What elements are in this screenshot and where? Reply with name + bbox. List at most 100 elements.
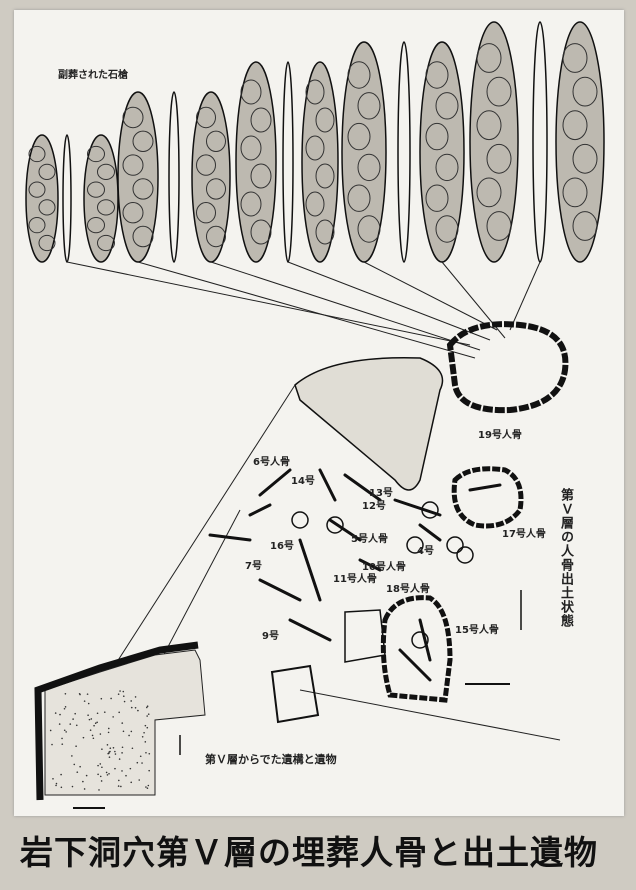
debris-dot — [76, 771, 78, 773]
debris-dot — [73, 764, 75, 766]
leader-line — [510, 262, 540, 330]
burial-label-19: 19号人骨 — [478, 426, 522, 441]
skull — [457, 547, 473, 563]
debris-dot — [55, 785, 57, 787]
spear-point-icon — [342, 42, 386, 262]
debris-dot — [118, 693, 120, 695]
debris-dot — [72, 786, 74, 788]
spear-point-icon — [302, 62, 338, 262]
debris-dot — [124, 701, 126, 703]
debris-dot — [64, 729, 66, 731]
debris-dot — [101, 698, 103, 700]
debris-dot — [114, 751, 116, 753]
debris-dot — [108, 773, 110, 775]
grave-goods-label: 副葬された石槍 — [58, 66, 128, 81]
debris-dot — [90, 729, 92, 731]
debris-dot — [55, 712, 57, 714]
burial-label-6: 6号人骨 — [253, 453, 290, 468]
spear-point-icon — [169, 92, 179, 262]
debris-dot — [91, 718, 93, 720]
bone — [210, 535, 250, 540]
bone — [250, 505, 270, 515]
debris-dot — [145, 741, 147, 743]
burial-label-4: 4号 — [417, 542, 434, 557]
debris-dot — [71, 755, 73, 757]
debris-dot — [148, 753, 150, 755]
burial-label-11: 11号人骨 — [333, 570, 377, 585]
bone — [470, 485, 500, 490]
bone — [260, 580, 300, 600]
debris-dot — [122, 746, 124, 748]
rock-boulder — [295, 358, 443, 490]
debris-dot — [140, 755, 142, 757]
debris-dot — [95, 722, 97, 724]
debris-dot — [52, 778, 54, 780]
debris-dot — [121, 752, 123, 754]
debris-dot — [51, 744, 53, 746]
debris-dot — [137, 762, 139, 764]
debris-dot — [82, 781, 84, 783]
debris-dot — [76, 724, 78, 726]
debris-dot — [130, 700, 132, 702]
debris-dot — [109, 756, 111, 758]
debris-dot — [92, 735, 94, 737]
burial-label-12: 12号 — [362, 497, 386, 512]
debris-dot — [56, 783, 58, 785]
debris-dot — [145, 786, 147, 788]
spear-point-icon — [283, 62, 293, 262]
debris-dot — [65, 706, 67, 708]
burial-label-15: 15号人骨 — [455, 621, 499, 636]
debris-dot — [123, 730, 125, 732]
debris-dot — [107, 774, 109, 776]
spear-point-icon — [420, 42, 464, 262]
debris-dot — [60, 774, 62, 776]
debris-dot — [79, 766, 81, 768]
debris-dot — [114, 768, 116, 770]
debris-dot — [135, 696, 137, 698]
debris-dot — [61, 738, 63, 740]
debris-dot — [135, 707, 137, 709]
bone — [400, 650, 430, 680]
debris-dot — [131, 731, 133, 733]
stone-slab — [272, 666, 318, 722]
debris-dot — [97, 765, 99, 767]
burial-label-14: 14号 — [291, 472, 315, 487]
panel-title: 岩下洞穴第Ｖ層の埋葬人骨と出土遺物 — [20, 826, 598, 874]
debris-dot — [123, 695, 125, 697]
burial-label-18: 18号人骨 — [386, 580, 430, 595]
debris-dot — [130, 782, 132, 784]
spear-point-icon — [63, 135, 71, 262]
debris-dot — [137, 710, 139, 712]
debris-dot — [59, 714, 61, 716]
debris-dot — [106, 772, 108, 774]
bone — [320, 470, 335, 500]
bone — [300, 540, 320, 600]
debris-dot — [148, 713, 150, 715]
debris-dot — [74, 713, 76, 715]
section-label: 第Ｖ層の人骨出土状態 — [556, 488, 575, 628]
debris-dot — [84, 788, 86, 790]
debris-dot — [142, 736, 144, 738]
debris-dot — [122, 691, 124, 693]
stone-slab — [345, 610, 385, 662]
debris-dot — [50, 730, 52, 732]
debris-dot — [59, 723, 61, 725]
debris-dot — [104, 711, 106, 713]
debris-dot — [64, 708, 66, 710]
debris-dot — [131, 707, 133, 709]
debris-dot — [72, 718, 74, 720]
debris-dot — [146, 715, 148, 717]
debris-dot — [109, 747, 111, 749]
debris-dot — [147, 705, 149, 707]
debris-dot — [119, 690, 121, 692]
debris-dot — [93, 737, 95, 739]
debris-dot — [145, 725, 147, 727]
debris-dot — [113, 747, 115, 749]
spear-point-icon — [398, 42, 410, 262]
spear-point-icon — [118, 92, 158, 262]
leader-line — [67, 262, 470, 345]
debris-dot — [89, 719, 91, 721]
spear-point-icon — [84, 135, 118, 262]
debris-dot — [146, 727, 148, 729]
debris-dot — [118, 780, 120, 782]
